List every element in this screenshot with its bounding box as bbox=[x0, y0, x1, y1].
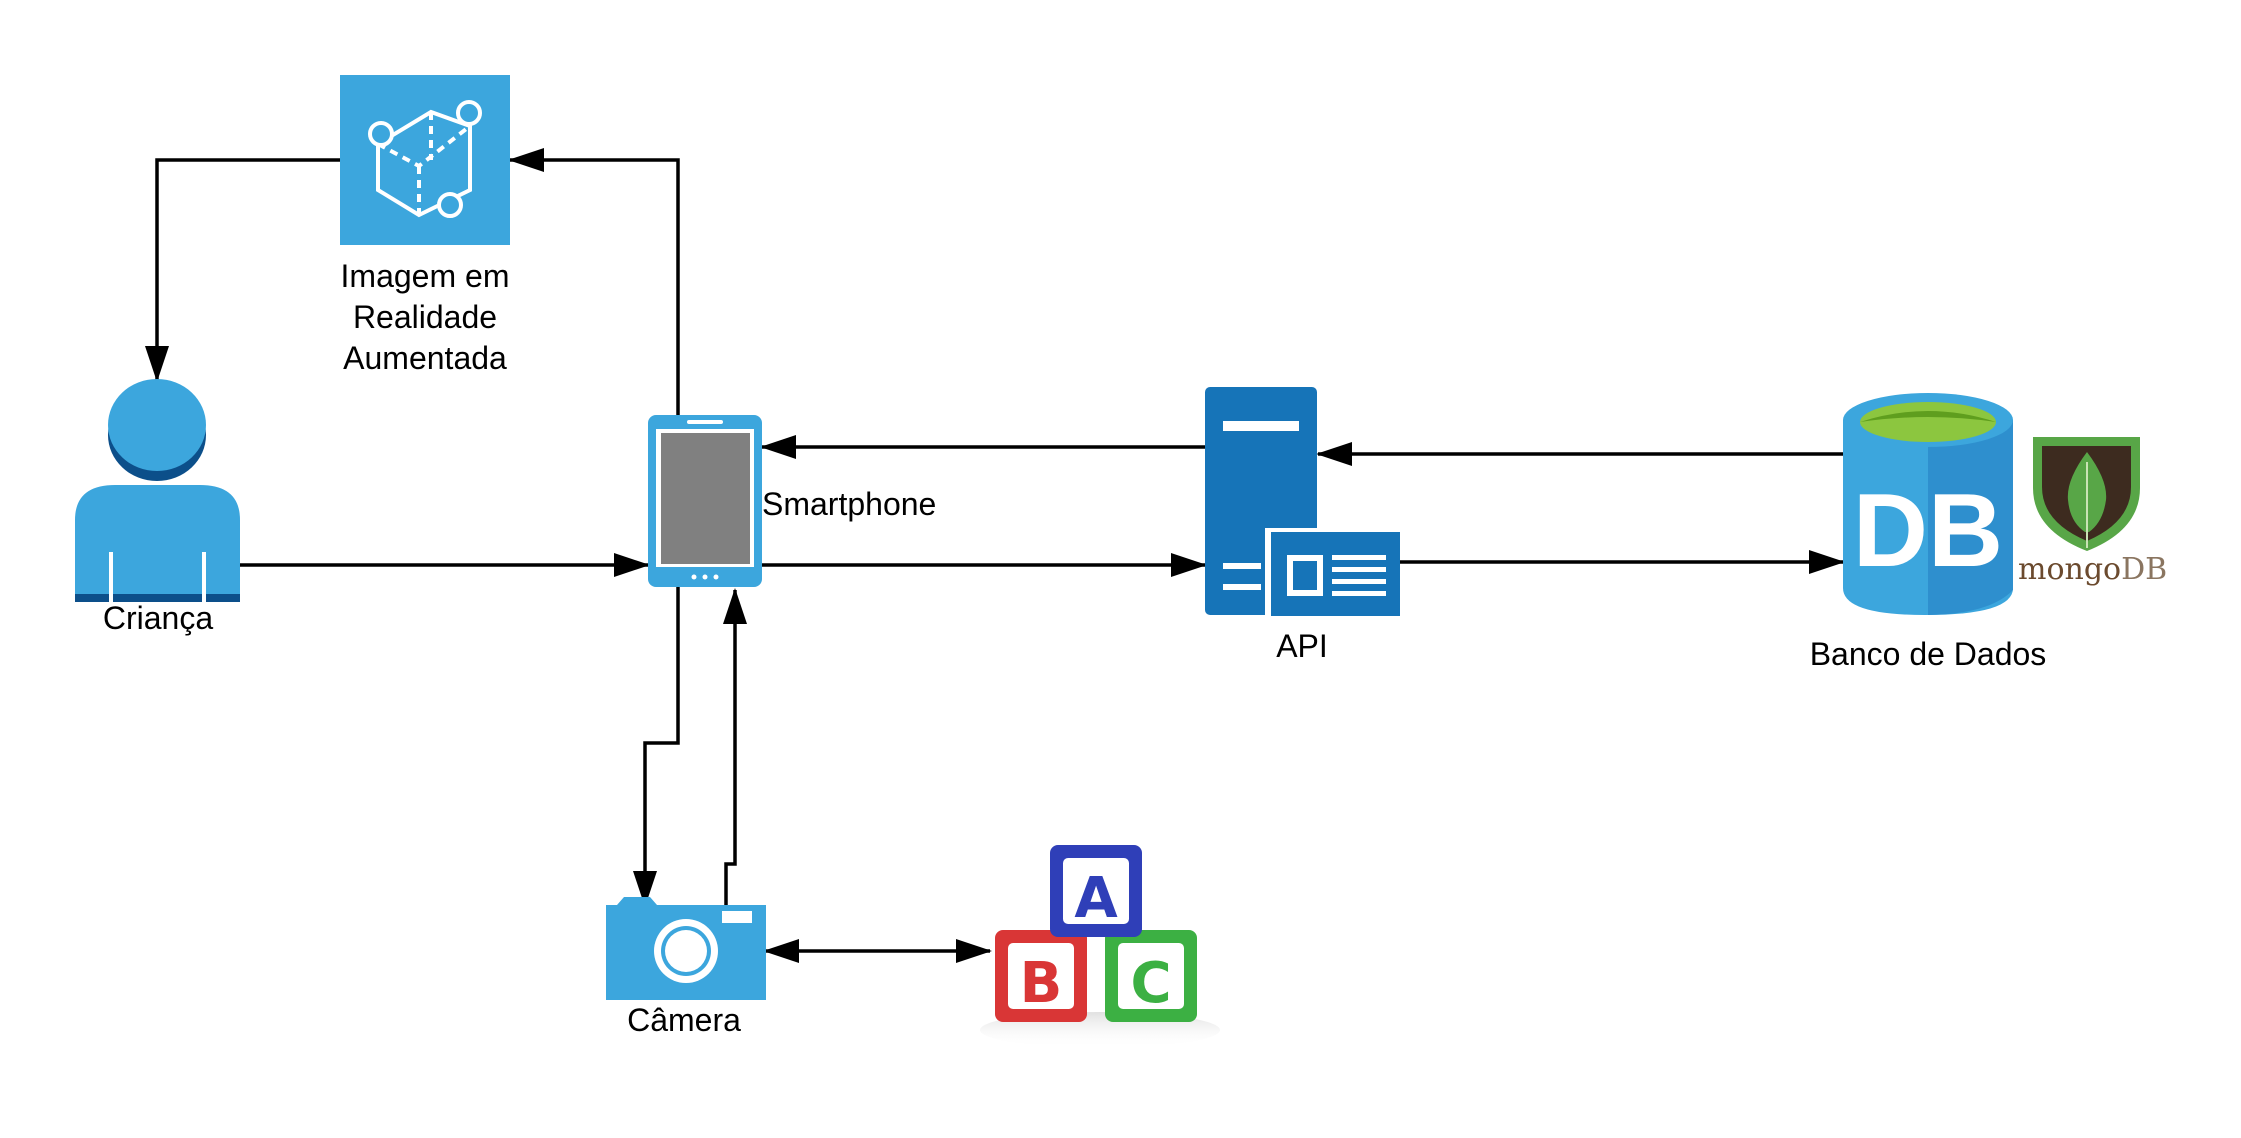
database-icon: DB bbox=[1843, 393, 2013, 615]
db-text: DB bbox=[1853, 473, 2003, 589]
server-icon bbox=[1205, 387, 1400, 616]
api-label: API bbox=[1276, 628, 1328, 664]
mongodb-leaf-icon bbox=[2033, 437, 2140, 551]
ar-image-label-line-1: Imagem em bbox=[340, 258, 510, 294]
mongodb-wordmark: mongoDB bbox=[2018, 552, 2167, 587]
edge-smartphone-to-ar-image bbox=[508, 148, 680, 418]
person-icon bbox=[75, 379, 240, 605]
mongodb-wordmark-part2: DB bbox=[2121, 552, 2168, 587]
block-letter-a: A bbox=[1074, 866, 1118, 931]
camera-label: Câmera bbox=[627, 1002, 741, 1038]
edge-camera-to-smartphone bbox=[723, 588, 747, 905]
block-b bbox=[995, 930, 1087, 1022]
edge-smartphone-to-camera bbox=[633, 586, 680, 907]
camera-icon bbox=[606, 897, 766, 1000]
block-letter-c: C bbox=[1130, 951, 1171, 1016]
database-label: Banco de Dados bbox=[1809, 636, 2047, 672]
block-letter-b: B bbox=[1020, 951, 1063, 1016]
edges bbox=[145, 148, 1845, 963]
abc-blocks-icon: A B C bbox=[980, 845, 1220, 1048]
ar-image-label-line-3: Aumentada bbox=[343, 340, 507, 376]
block-c bbox=[1105, 930, 1197, 1022]
mongodb-wordmark-part1: mongo bbox=[2018, 552, 2122, 587]
smartphone-icon bbox=[648, 415, 762, 587]
edge-ar-image-to-child bbox=[145, 158, 340, 382]
block-a bbox=[1050, 845, 1142, 937]
child-label: Criança bbox=[102, 600, 214, 636]
ar-image-label-line-2: Realidade bbox=[352, 299, 498, 335]
smartphone-label: Smartphone bbox=[762, 486, 937, 522]
augmented-reality-cube-icon bbox=[340, 75, 510, 245]
